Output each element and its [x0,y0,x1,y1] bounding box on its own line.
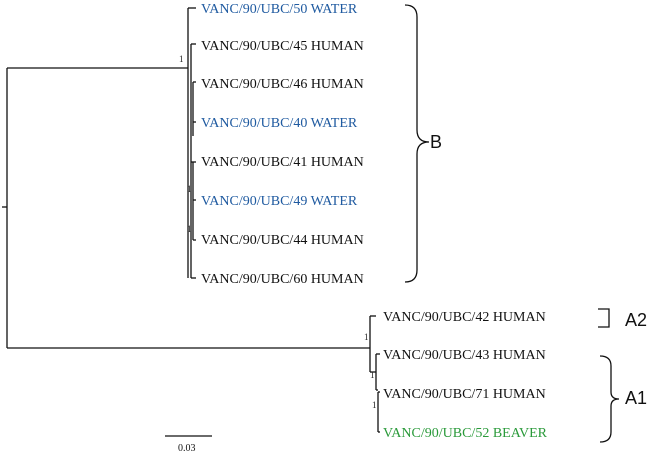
support-value: 1 [187,224,192,234]
support-value: 1 [370,370,375,380]
clade-a2-bracket [598,308,610,328]
leaf-label: VANC/90/UBC/49 WATER [201,194,358,209]
support-value: 1 [187,184,192,194]
clade-a1-label: A1 [625,388,647,408]
leaf-label: VANC/90/UBC/71 HUMAN [383,387,546,402]
leaf-label: VANC/90/UBC/45 HUMAN [201,39,364,54]
support-value: 1 [372,400,377,410]
leaf-labels: VANC/90/UBC/50 WATER VANC/90/UBC/45 HUMA… [201,2,548,441]
leaf-label: VANC/90/UBC/43 HUMAN [383,348,546,363]
support-value: 1 [364,332,369,342]
tree-branches [2,7,380,433]
leaf-label: VANC/90/UBC/41 HUMAN [201,155,364,170]
clade-b-bracket [404,4,430,283]
leaf-label: VANC/90/UBC/44 HUMAN [201,233,364,248]
support-value: 1 [179,54,184,64]
leaf-label: VANC/90/UBC/40 WATER [201,116,358,131]
support-values: 1 1 1 1 1 1 [179,54,377,410]
leaf-label: VANC/90/UBC/42 HUMAN [383,310,546,325]
leaf-label: VANC/90/UBC/46 HUMAN [201,77,364,92]
leaf-label: VANC/90/UBC/60 HUMAN [201,272,364,287]
clade-b-label: B [430,132,442,152]
leaf-label: VANC/90/UBC/50 WATER [201,2,358,17]
clade-a1-bracket [599,355,620,443]
leaf-label: VANC/90/UBC/52 BEAVER [383,426,548,441]
scale-bar-label: 0.03 [178,443,196,454]
clade-a2-label: A2 [625,310,647,330]
